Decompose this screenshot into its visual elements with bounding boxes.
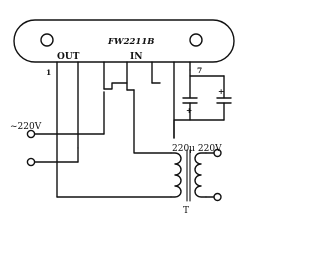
transformer: T xyxy=(56,89,222,216)
ic-mounting-hole-left xyxy=(40,33,54,47)
secondary-terminal-top xyxy=(213,148,222,158)
mains-terminal-bottom xyxy=(26,157,36,167)
transformer-primary-coil xyxy=(170,152,182,198)
pin-7-rail xyxy=(189,69,225,77)
pin-number-1: 1 xyxy=(46,68,51,77)
capacitor-rating: 220μ 220V xyxy=(172,144,222,154)
cap-bottom-rail xyxy=(173,119,225,139)
mains-input: ~220V xyxy=(10,91,105,167)
transformer-secondary-coil xyxy=(194,152,207,198)
secondary-terminal-bottom xyxy=(213,192,222,202)
pin-number-7: 7 xyxy=(197,66,202,75)
ic-part-number: FW2211B xyxy=(107,37,154,47)
pin-links xyxy=(103,82,161,91)
pin-label-in: IN xyxy=(130,52,142,62)
ic-package: FW2211B xyxy=(13,19,235,63)
cap1-polarity: + xyxy=(186,106,192,115)
ic-body-outline xyxy=(13,19,235,63)
capacitor-bank: + + xyxy=(173,69,232,139)
transformer-label: T xyxy=(183,206,189,216)
ic-pins xyxy=(56,61,191,198)
ic-mounting-hole-right xyxy=(189,33,203,47)
circuit-diagram: FW2211B OUT IN 1 7 + + 220μ 2 xyxy=(10,19,235,216)
supply-voltage: ~220V xyxy=(10,122,42,132)
pin-label-out: OUT xyxy=(57,52,80,62)
cap2-polarity: + xyxy=(218,87,224,96)
pin-3-4-link xyxy=(103,82,128,90)
transformer-primary-top-wire xyxy=(133,89,172,154)
